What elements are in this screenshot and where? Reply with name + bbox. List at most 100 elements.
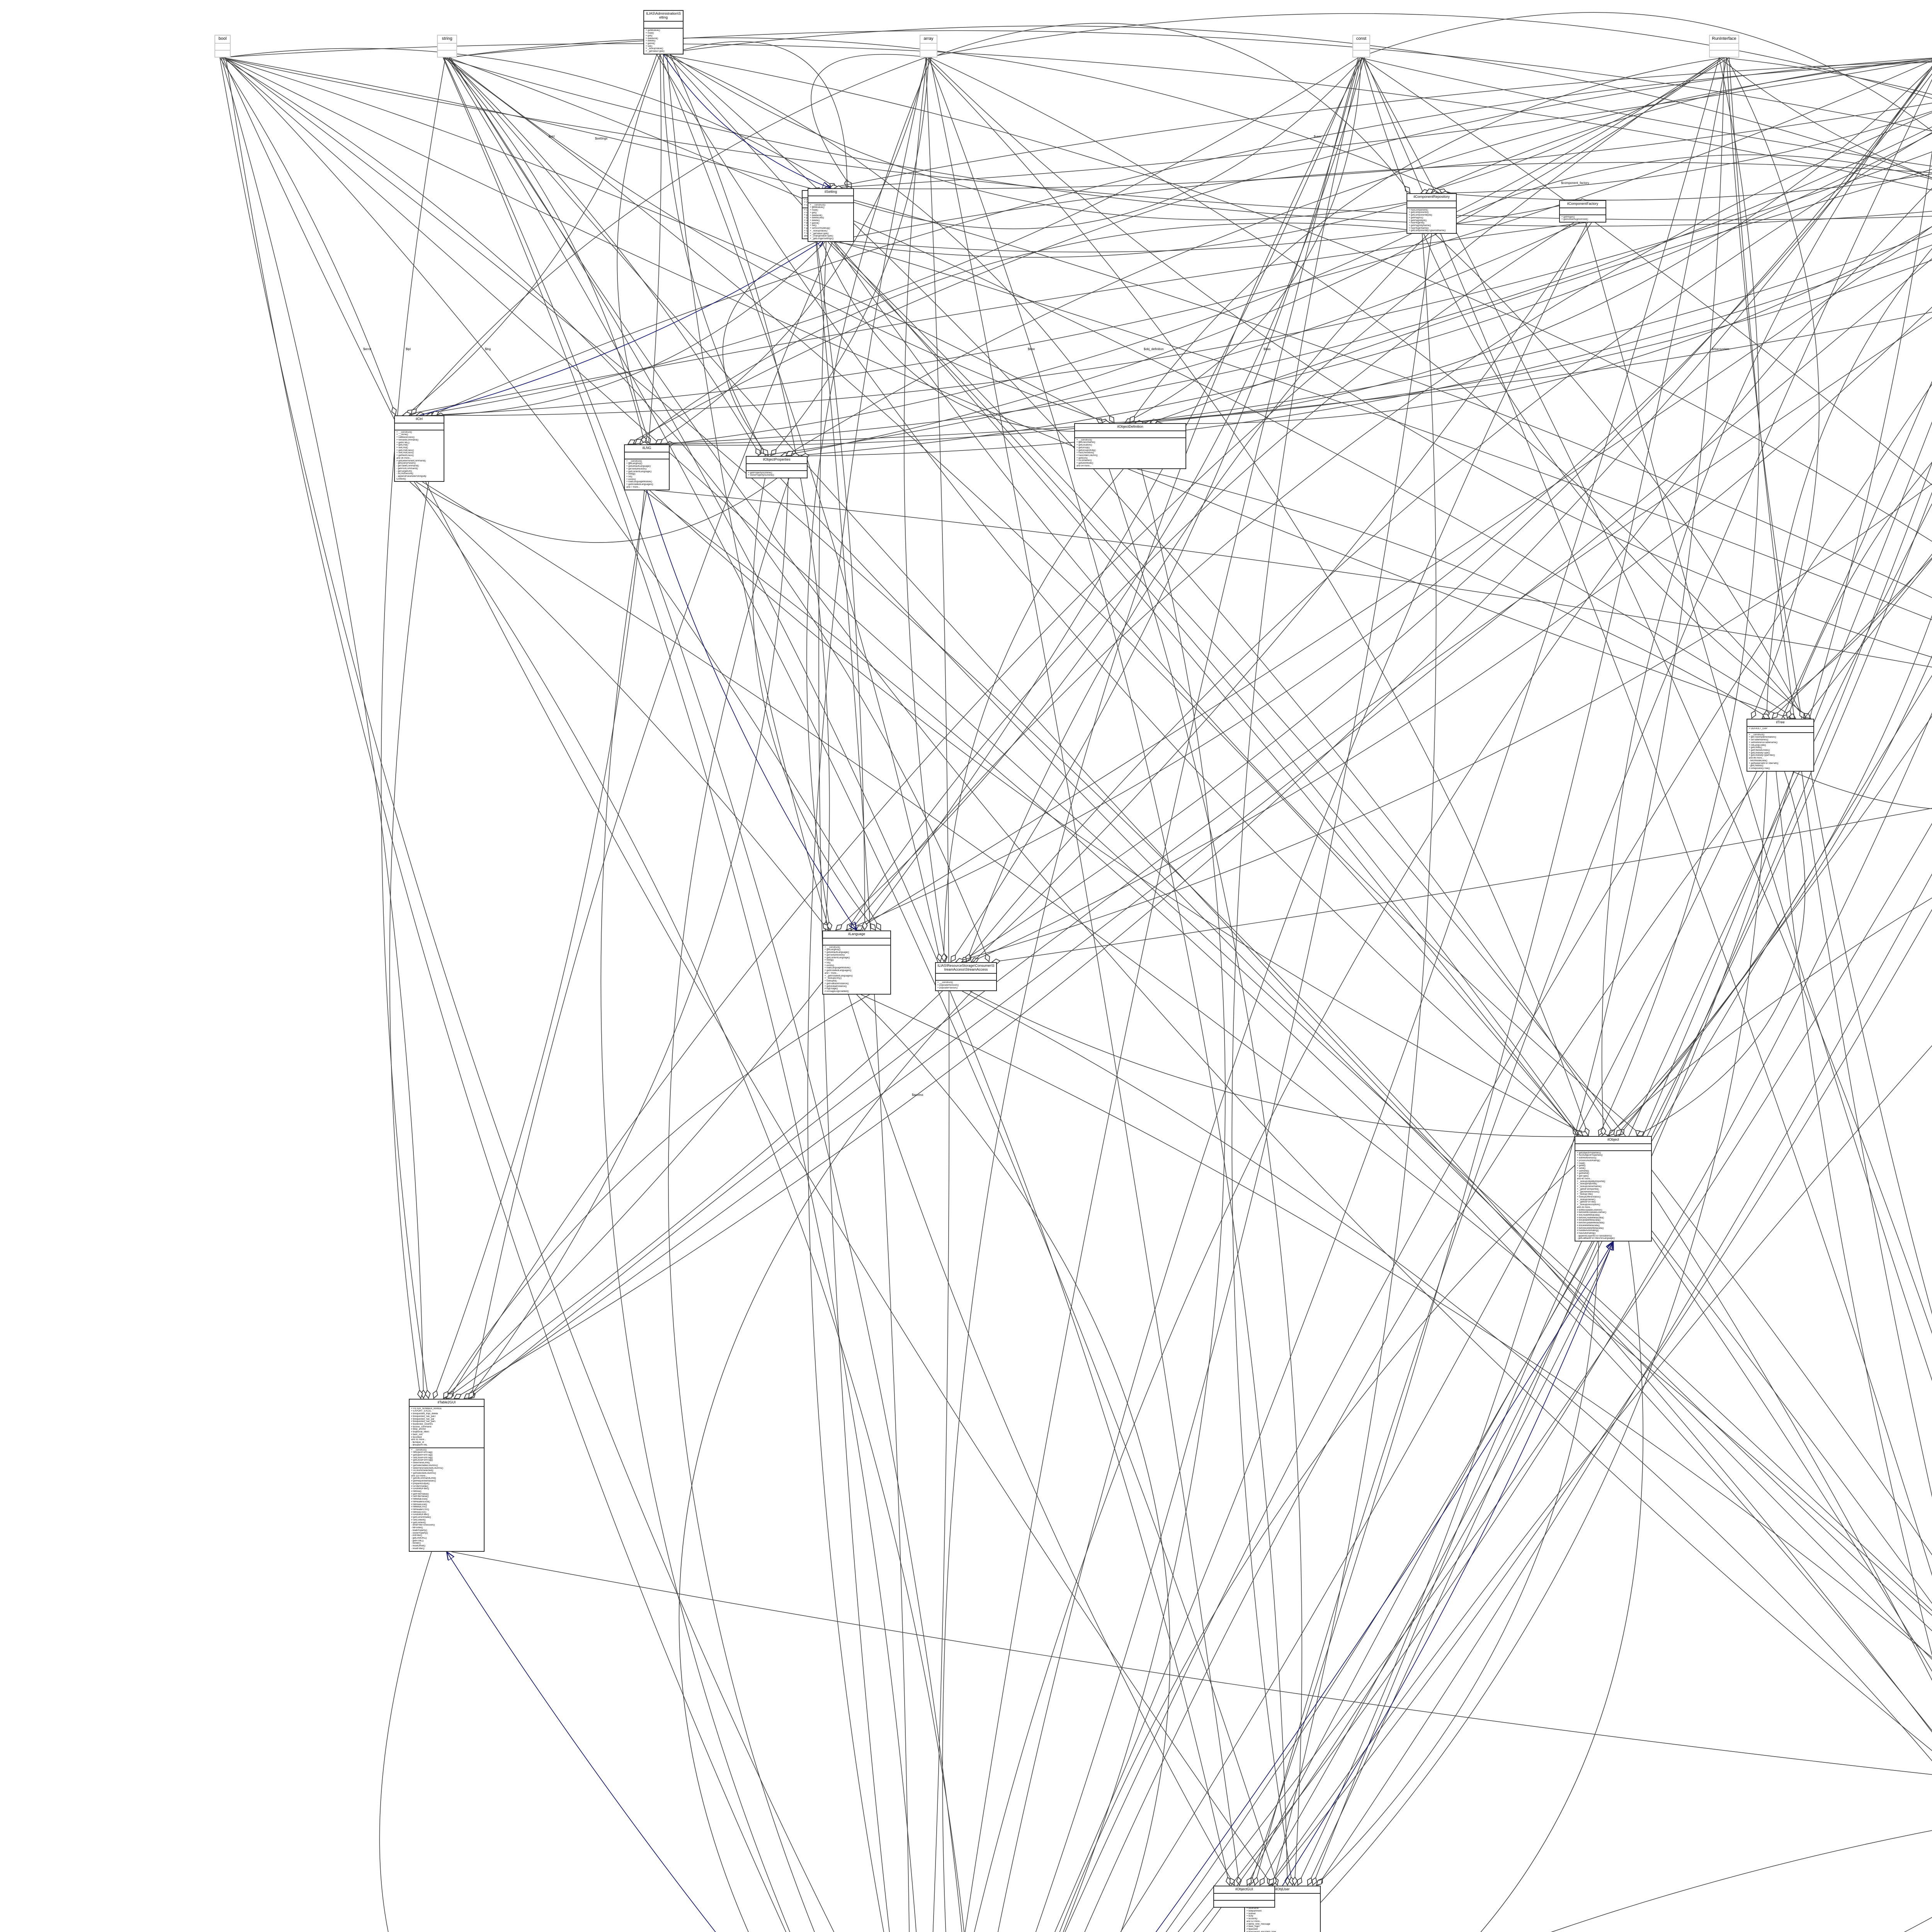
class-node-array[interactable]: array [920, 35, 937, 58]
operation-row: + set() [810, 224, 817, 227]
class-node-attributes [1710, 44, 1738, 51]
operation-row: + _lookupTitle() [1577, 1193, 1593, 1196]
operation-row: + getObjectProperties() [1577, 1151, 1601, 1154]
operation-row: + hasOrderColumn() [1077, 454, 1098, 457]
operation-row: + getId() [1577, 1165, 1586, 1167]
operation-row: and 54 more... [1077, 464, 1092, 467]
class-node-ilobject[interactable]: ilObject+ getObjectProperties()+ flushOb… [1575, 1136, 1652, 1242]
class-node-runinterface[interactable]: RunInterface [1709, 35, 1739, 58]
operation-row: + getSelectableColumns() [411, 1464, 438, 1467]
operation-row: + _lookupValue() [810, 230, 828, 232]
class-node-bool[interactable]: bool [214, 35, 231, 58]
operation-row: + getOpenFormTag() [411, 1454, 433, 1456]
class-node-ilsetting[interactable]: ilSetting+ __construct()+ getModule()+ r… [808, 188, 854, 242]
class-node-title: RunInterface [1710, 36, 1738, 44]
operation-row: + getDevMode() [1077, 462, 1094, 465]
operation-row: + getModule() [810, 206, 825, 209]
operation-row: + getComponents() [1409, 211, 1429, 214]
attribute-row: + FILTER_NUMBER_RANGE [411, 1407, 442, 1410]
attribute-row: # $requested_tmpl_delete [411, 1413, 438, 1415]
attribute-row: # $requested_nav_par [411, 1418, 435, 1420]
operation-row: + getPluginByName() [1409, 224, 1431, 227]
operation-row: + _lookupOwnerName() [1577, 1185, 1602, 1188]
operation-row: + getPlugin() [1561, 216, 1575, 218]
operation-row: # setFilterValue() [411, 1495, 429, 1498]
class-node-illng[interactable]: ilLNG+ __construct()+ getLangKey()+ getD… [624, 444, 670, 490]
operation-row: + withReferences() [1577, 1157, 1597, 1160]
class-node-title: ilLanguage [823, 931, 890, 939]
class-node-ilcomponentrepository[interactable]: ilComponentRepository+ hasComponent()+ g… [1406, 193, 1457, 234]
operation-row: + getIcon() [1077, 457, 1088, 459]
attribute-row: # $requested_nav_par1 [411, 1420, 436, 1423]
operation-row: + forwardCommand() [396, 439, 418, 441]
operation-row: # doCreateMetaData() [1577, 1214, 1600, 1216]
operation-row: + _changeValueType() [810, 235, 833, 238]
class-node-attributes [1575, 1144, 1651, 1151]
operation-row: and 7 more... [626, 486, 640, 488]
class-node-setting[interactable]: ILIAS\Administration\Setting+ getModule(… [643, 10, 684, 54]
class-node-operations: + hasComponent()+ getComponents()+ getCo… [1407, 208, 1456, 233]
attribute-row: + $city [1247, 1915, 1253, 1918]
class-node-attributes [1353, 44, 1369, 51]
class-node-operations: + getModule()+ read()+ get()+ deleteAll(… [644, 29, 683, 53]
operation-row: # beforeCreateMetaData() [1577, 1216, 1604, 1219]
operation-row: + getType() [1577, 1175, 1589, 1178]
class-node-ilcomponentfactory[interactable]: ilComponentFactory+ getPlugin()+ getActi… [1559, 200, 1606, 223]
operation-row: + _lookupDescription() [1577, 1204, 1600, 1206]
operation-row: + txt() [626, 476, 633, 478]
edge-label: $tree [1028, 347, 1035, 351]
class-node-illanguage[interactable]: ilLanguage+ __construct()+ getLangKey()+… [822, 930, 891, 995]
class-node-const[interactable]: const [1352, 35, 1370, 58]
class-node-ilctrl[interactable]: ilCtrl+ __construct()+ __clone()+ callBa… [394, 415, 444, 482]
class-node-iltree[interactable]: ilTree+ DEFAULT_GAP+ __construct()+ getT… [1747, 719, 1814, 772]
class-node-string[interactable]: string [437, 35, 457, 58]
operation-row: + loadLanguageModule() [825, 967, 850, 969]
class-node-title: ilSetting [808, 189, 853, 196]
operation-row: + read() [810, 209, 818, 212]
class-node-operations [920, 51, 937, 57]
operation-row: + _lookupValue() [646, 48, 663, 50]
operation-row: + setScormDebug() [810, 227, 830, 230]
operation-row: + getComponentByTypeAndName() [1409, 230, 1446, 232]
operation-row: - getTargetUrl() [396, 470, 412, 473]
attribute-row: # $passwd [1247, 1928, 1258, 1931]
class-node-title: ilTree [1747, 719, 1813, 727]
operation-row: + getTextDirection() [626, 468, 647, 470]
operation-row: + getPropertyIsOnline() [748, 471, 772, 474]
operation-row: + getFilteredChilds() [1749, 749, 1770, 752]
class-node-title: ilObjUser [1245, 1886, 1320, 1894]
operation-row: - getChildIds() [1749, 765, 1764, 767]
operation-row: + initLangCode() [1749, 744, 1766, 747]
operation-row: - loadProperty() [411, 1529, 427, 1532]
class-node-operations: + __construct()+ __clone()+ callBaseClas… [395, 430, 444, 481]
operation-row: + txtlng() [825, 959, 834, 962]
class-node-title: ILIAS\ResourceStorage\Consumer\StreamAcc… [936, 963, 996, 974]
attribute-row: # $time_limit_message [1247, 1923, 1270, 1925]
operation-row: + txtlng() [626, 473, 636, 476]
operation-row: + _getAllReferences() [1577, 1190, 1600, 1193]
class-node-title: ilTable2GUI [410, 1400, 484, 1407]
class-node-ilobjecttype[interactable]: ilObjectProperties+ getPropertyIsOnline(… [746, 456, 808, 479]
operation-row: + getDefaultLanguage() [825, 951, 849, 954]
operation-row: # prepareOutput() [411, 1482, 430, 1485]
operation-row: + __construct() [937, 981, 953, 984]
operation-row: + exists() [626, 478, 636, 481]
operation-row: and 86 more... [1749, 757, 1764, 760]
edge-label: $ilias [1264, 347, 1271, 351]
operation-row: + getSelectedColumns() [411, 1472, 436, 1475]
class-node-ilobjectgui[interactable]: ilObjectGUI [1213, 1886, 1275, 1908]
edge-label: $user [1314, 135, 1322, 138]
class-node-iltable2gui[interactable]: ilTable2GUI+ FILTER_NUMBER_RANGE+ EXPORT… [409, 1399, 485, 1552]
operation-row: + getGroup() [1077, 446, 1090, 449]
class-node-attributes [808, 196, 853, 203]
operation-row: + populateFlavour() [937, 986, 958, 989]
operation-row: + getChildsByType() [1749, 752, 1770, 754]
operation-row: + read() [1577, 1162, 1585, 1165]
operation-row: + getFallbackInstance() [825, 982, 849, 985]
class-node-streamaccess[interactable]: ILIAS\ResourceStorage\Consumer\StreamAcc… [935, 962, 997, 991]
class-node-ilobjectdef[interactable]: ilObjectDefinition+ __construct()+ getCl… [1074, 423, 1186, 469]
operation-row: - fetchNodeData() [1749, 759, 1767, 762]
operation-row: + __construct() [825, 946, 840, 949]
operation-row: + get() [646, 34, 653, 37]
operation-row: # beforeDeleteMetaData() [1577, 1227, 1604, 1230]
